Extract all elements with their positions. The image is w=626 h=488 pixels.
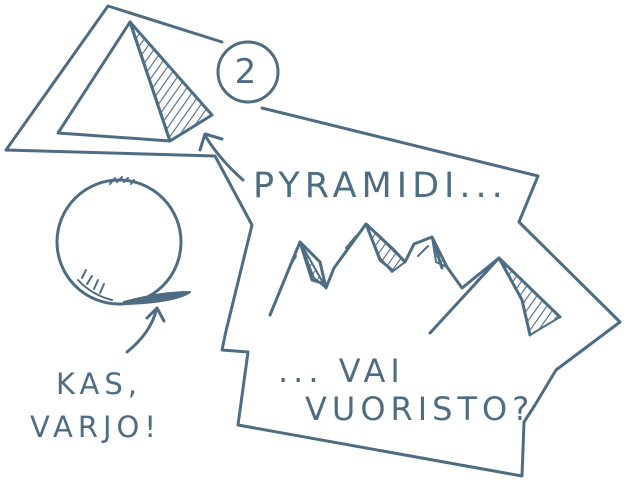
arrow-to-shadow-icon bbox=[127, 308, 164, 352]
mountains-icon bbox=[270, 224, 560, 335]
pyramid-label: PYRAMIDI... bbox=[253, 166, 508, 206]
or-label: ... VAI bbox=[278, 352, 405, 390]
mountains-label: VUORISTO? bbox=[305, 390, 534, 428]
sphere-shadow bbox=[124, 292, 190, 304]
shadow-label-line2: VARJO! bbox=[30, 410, 161, 444]
step-number: 2 bbox=[235, 52, 262, 92]
shadow-label-line1: KAS, bbox=[56, 367, 142, 401]
pyramid-icon bbox=[58, 22, 212, 141]
sphere-icon bbox=[57, 177, 181, 304]
